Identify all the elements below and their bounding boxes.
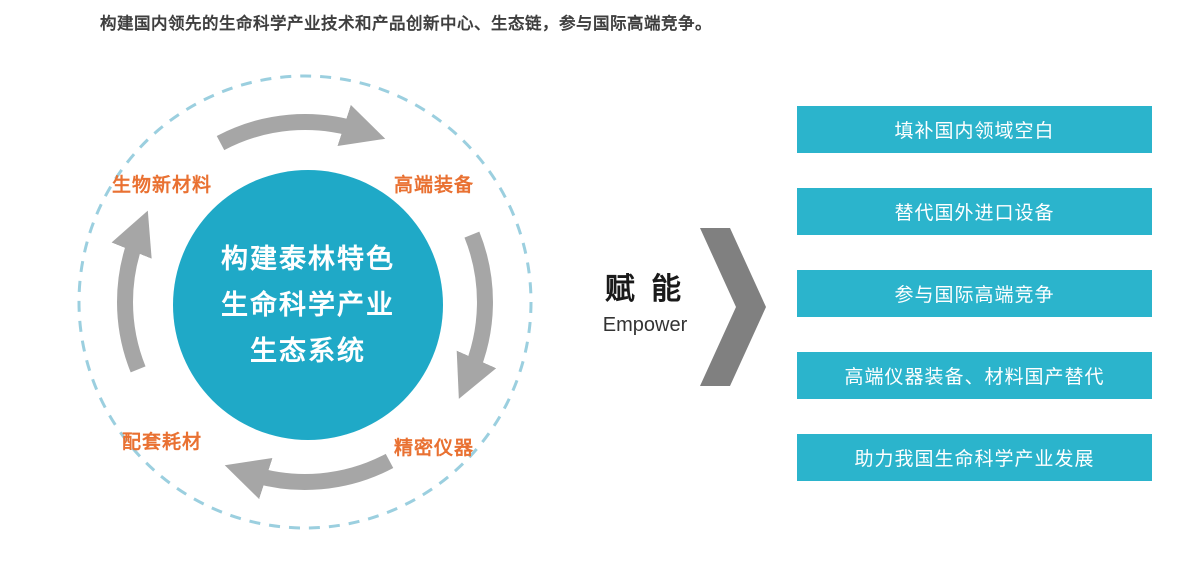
empower-label-en: Empower <box>602 314 688 336</box>
outcome-box-1: 填补国内领域空白 <box>797 106 1152 153</box>
label-consumables: 配套耗材 <box>122 432 203 453</box>
cycle-arrow-right-icon <box>456 231 497 399</box>
cycle-arrow-bottom-icon <box>224 453 394 500</box>
cycle-arrow-top-icon <box>216 104 386 151</box>
outcome-box-2: 替代国外进口设备 <box>797 188 1152 235</box>
outcome-box-5: 助力我国生命科学产业发展 <box>797 434 1152 481</box>
big-chevron-right-icon <box>700 228 766 386</box>
dashed-ring <box>77 74 533 530</box>
outcome-box-4: 高端仪器装备、材料国产替代 <box>797 352 1152 399</box>
outcome-box-3: 参与国际高端竞争 <box>797 270 1152 317</box>
slide-title: 构建国内领先的生命科学产业技术和产品创新中心、生态链，参与国际高端竞争。 <box>100 15 712 33</box>
label-precision-instruments: 精密仪器 <box>394 438 475 459</box>
cycle-arrow-left-icon <box>111 210 152 373</box>
center-line-3: 生态系统 <box>250 336 366 366</box>
empower-block: 赋 能 Empower <box>578 264 712 337</box>
cycle-center-circle: 构建泰林特色 生命科学产业 生态系统 <box>173 170 443 440</box>
label-highend-equipment: 高端装备 <box>394 175 475 196</box>
label-bio-materials: 生物新材料 <box>112 175 213 196</box>
center-line-1: 构建泰林特色 <box>221 244 395 274</box>
cycle-diagram-graphics <box>77 74 533 530</box>
outcome-list: 填补国内领域空白 替代国外进口设备 参与国际高端竞争 高端仪器装备、材料国产替代… <box>797 106 1152 516</box>
empower-label-zh: 赋 能 <box>604 273 686 306</box>
center-line-2: 生命科学产业 <box>221 290 395 320</box>
